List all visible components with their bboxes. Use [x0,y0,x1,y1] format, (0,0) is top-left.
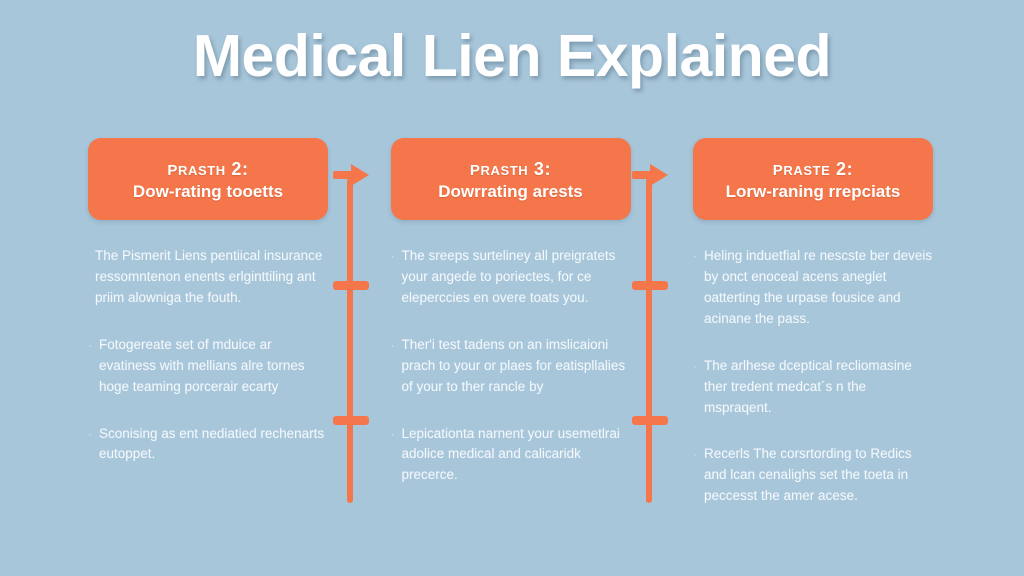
paragraph-text: The Pismerit Liens pentiical insurance r… [95,248,323,305]
page-title: Medical Lien Explained [192,23,832,89]
bullet-marker: · [88,337,92,352]
paragraph: · Fotogereate set of mduice ar evatiness… [88,335,328,398]
bullet-marker: · [390,426,395,441]
paragraph: · Recerls The corsrtording to Redics and… [693,444,933,507]
step-card-3-heading: Praste 2: [772,154,854,180]
bullet-marker: · [88,426,92,441]
paragraph-text: Heling induetfial re nescste ber deveis … [704,248,933,326]
paragraph: · Heling induetfial re nescste ber devei… [693,246,933,330]
bullet-marker: · [693,358,697,373]
step-body-2: · The sreeps surteliney all preigratets … [391,246,631,486]
paragraph-text: The arlhese dceptical recliomasine ther … [704,357,912,415]
paragraph: The Pismerit Liens pentiical insurance r… [88,246,328,309]
paragraph-text: Sconising as ent nediatied rechenarts eu… [99,425,325,462]
step-card-2-heading: Prasth 3: [469,154,552,180]
paragraph-text: Ther'i test tadens on an imslicaioni pra… [401,336,626,394]
paragraph-text: Lepicationta narnent your usemetlrai ado… [401,425,620,483]
paragraph-text: Recerls The corsrtording to Redics and l… [704,446,912,504]
paragraph-text: The sreeps surteliney all preigratets yo… [401,248,616,305]
steps-container: Prasth 2: Dow-rating tooetts The Pismeri… [88,138,933,538]
paragraph: · The arlhese dceptical recliomasine the… [693,356,933,419]
paragraph: · Ther'i test tadens on an imslicaioni p… [391,335,631,398]
step-card-3-subheading: Lorw-raning rrepciats [725,181,901,201]
paragraph-text: Fotogereate set of mduice ar evatiness w… [99,336,305,394]
step-card-3[interactable]: Praste 2: Lorw-raning rrepciats [693,138,933,220]
step-column-3: Praste 2: Lorw-raning rrepciats · Heling… [693,138,933,538]
step-card-2-subheading: Dowrrating arests [438,181,583,201]
paragraph: · Sconising as ent nediatied rechenarts … [88,424,328,466]
step-body-1: The Pismerit Liens pentiical insurance r… [88,246,328,465]
step-card-2[interactable]: Prasth 3: Dowrrating arests [390,138,631,220]
step-column-2: Prasth 3: Dowrrating arests · The sreeps… [390,138,631,538]
paragraph: · The sreeps surteliney all preigratets … [391,246,631,309]
bullet-marker: · [693,249,697,263]
bullet-marker: · [693,447,697,462]
step-card-1-heading: Prasth 2: [167,154,249,180]
step-card-1[interactable]: Prasth 2: Dow-rating tooetts [88,138,328,220]
bullet-marker: · [390,249,395,263]
bullet-marker: · [390,337,395,352]
paragraph: · Lepicationta narnent your usemetlrai a… [391,424,631,487]
step-body-3: · Heling induetfial re nescste ber devei… [693,246,933,507]
step-column-1: Prasth 2: Dow-rating tooetts The Pismeri… [88,138,328,538]
step-card-1-subheading: Dow-rating tooetts [132,181,284,201]
